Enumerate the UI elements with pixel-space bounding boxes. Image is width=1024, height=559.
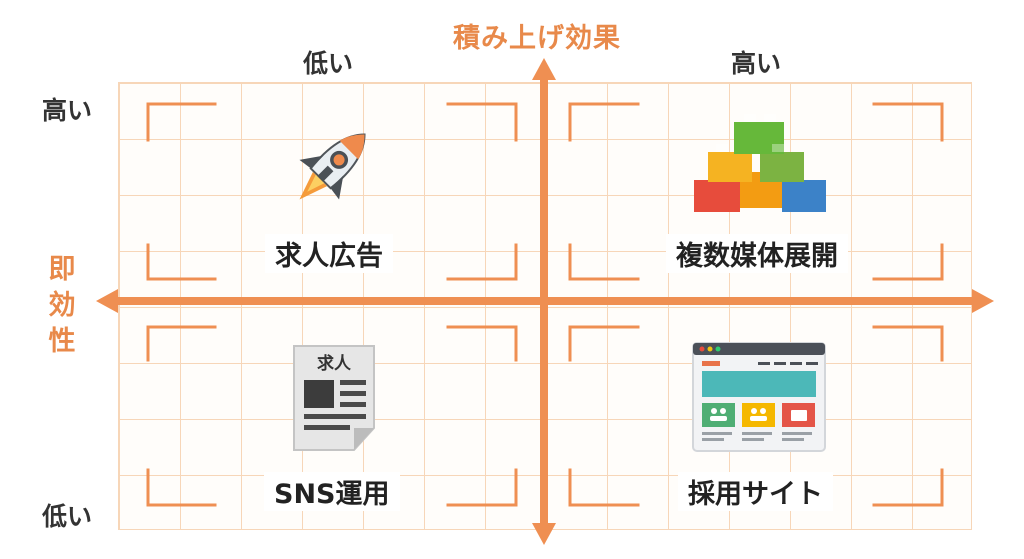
quadrant-label-top-left: 求人広告 xyxy=(265,234,393,273)
left-top-level: 高い xyxy=(42,96,93,125)
down-arrow-icon xyxy=(532,523,556,545)
left-arrow-icon xyxy=(96,289,118,313)
stacked-blocks-icon xyxy=(694,114,826,212)
top-left-level: 低い xyxy=(303,49,354,78)
up-arrow-icon xyxy=(532,58,556,80)
quadrant-label-bottom-right: 採用サイト xyxy=(678,472,833,511)
top-right-level: 高い xyxy=(731,49,782,78)
left-bottom-level: 低い xyxy=(42,502,93,531)
horizontal-axis-title: 即 効 性 xyxy=(48,254,76,357)
job-posting-document-icon xyxy=(293,345,375,451)
job-posting-icon-text: 求人 xyxy=(317,354,351,374)
quadrant-label-bottom-left: SNS運用 xyxy=(264,472,400,511)
vertical-axis-title: 積み上げ効果 xyxy=(453,23,621,54)
axis-arrows xyxy=(96,58,994,545)
recruitment-website-icon xyxy=(692,342,826,452)
quadrant-label-top-right: 複数媒体展開 xyxy=(666,234,848,273)
rocket-icon xyxy=(299,133,366,200)
right-arrow-icon xyxy=(972,289,994,313)
corner-brackets xyxy=(146,102,944,507)
